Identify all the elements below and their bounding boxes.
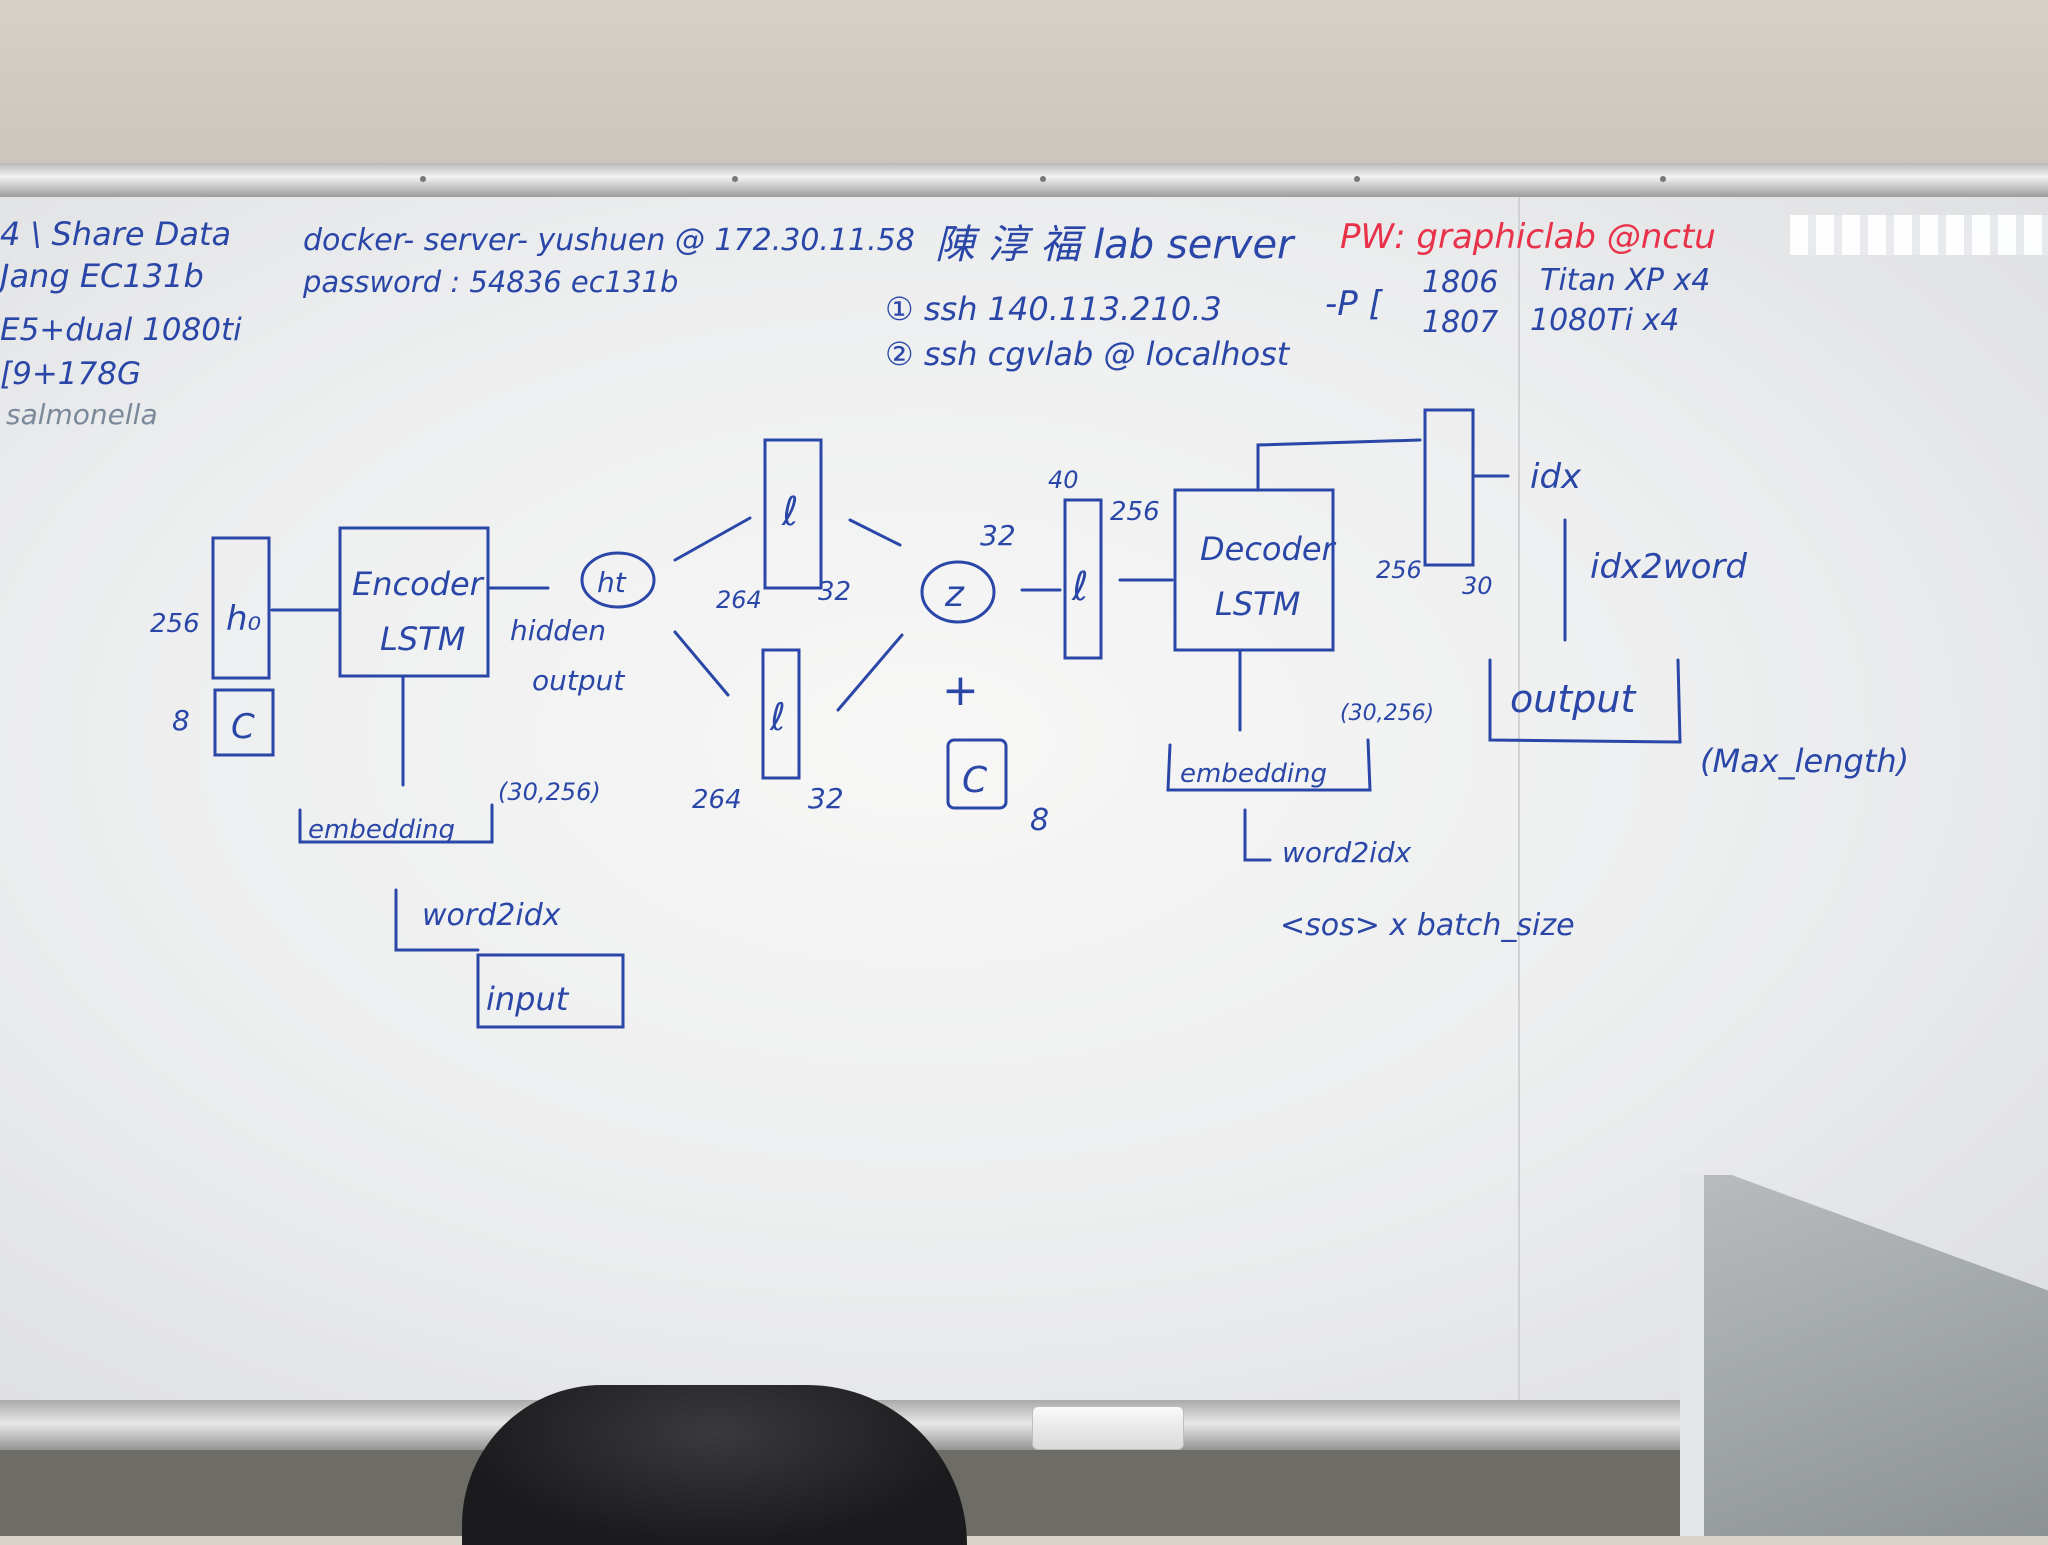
linear-bottom-to-z — [836, 633, 904, 712]
memory-spec-text: [9+178G — [0, 356, 141, 392]
embedding-left-label: embedding — [308, 815, 455, 845]
gpu-1080ti: 1080Ti x4 — [1530, 303, 1679, 338]
encoder-label-2: LSTM — [380, 620, 465, 658]
port-1807: 1807 — [1422, 305, 1498, 340]
dim-40: 40 — [1048, 466, 1079, 494]
dim-32-top: 32 — [818, 577, 851, 607]
c-left-label: C — [231, 707, 255, 747]
top-left-notes: 4 \ Share Data Jang EC131b E5+dual 1080t… — [0, 215, 242, 431]
frame-rivet — [732, 176, 738, 182]
idx-label: idx — [1530, 457, 1582, 497]
embedding-right-label: embedding — [1180, 759, 1327, 789]
h0-box — [211, 536, 271, 680]
ht-to-linear-top — [673, 516, 752, 562]
decoder-label-1: Decoder — [1200, 530, 1337, 568]
c-box-left — [213, 688, 275, 757]
output-box-label: output — [1510, 677, 1637, 721]
frame-rivet — [420, 176, 426, 182]
frame-rivet — [1040, 176, 1046, 182]
input-box — [476, 953, 625, 1029]
light-glare — [1790, 215, 2048, 255]
linear-right-symbol: ℓ — [1071, 564, 1089, 610]
z-label: z — [944, 574, 965, 615]
lab-server-notes: 陳 淳 福 lab server ① ssh 140.113.210.3 ② s… — [885, 222, 1296, 373]
port-1806: 1806 — [1422, 265, 1498, 300]
frame-rivet — [1354, 176, 1360, 182]
wall — [0, 0, 2048, 165]
output-box — [1488, 658, 1682, 744]
embedding-left-bracket — [298, 803, 494, 844]
word2idx-right-bracket — [1243, 808, 1272, 862]
dim-30-out: 30 — [1462, 572, 1493, 600]
lab-server-title: 陳 淳 福 lab server — [935, 222, 1296, 268]
port-bracket: -P [ — [1325, 284, 1384, 324]
ssh-line-2: ② ssh cgvlab @ localhost — [885, 335, 1291, 373]
word2idx-left-bracket — [394, 888, 480, 952]
h0-label: h₀ — [226, 599, 262, 639]
c-mid-label: C — [962, 760, 988, 801]
output-dimension: (30,256) — [1340, 701, 1434, 726]
c-mid-dimension: 8 — [1030, 803, 1049, 838]
decoder-label-2: LSTM — [1215, 585, 1300, 623]
docker-notes: docker- server- yushuen @ 172.30.11.58 p… — [302, 223, 915, 299]
pw-notes: PW: graphiclab @nctu -P [ 1806 1807 Tita… — [1325, 217, 1716, 340]
dim-264-top: 264 — [716, 586, 762, 614]
ht-to-linear-bottom — [673, 630, 730, 697]
embedding-left-dimension: (30,256) — [498, 778, 601, 806]
ht-label: ht — [597, 566, 627, 599]
c-box-mid — [946, 738, 1008, 810]
encoder-label-1: Encoder — [352, 565, 485, 603]
whiteboard-top-frame — [0, 163, 2048, 197]
whiteboard-eraser — [1032, 1406, 1184, 1450]
dim-32-bottom: 32 — [808, 782, 844, 815]
dim-256-out: 256 — [1376, 556, 1422, 584]
ssh-line-1: ① ssh 140.113.210.3 — [885, 290, 1222, 328]
hidden-label: hidden — [510, 614, 606, 647]
word2idx-right-label: word2idx — [1282, 836, 1412, 869]
sos-label: <sos> x batch_size — [1280, 908, 1575, 943]
c-left-dimension: 8 — [172, 704, 190, 737]
gpu-spec-text: E5+dual 1080ti — [0, 312, 242, 348]
room-text: Jang EC131b — [0, 257, 204, 295]
gpu-titan: Titan XP x4 — [1540, 263, 1710, 298]
dim-256-decoder: 256 — [1110, 497, 1160, 527]
decoder-box — [1173, 488, 1335, 652]
ht-circle — [580, 551, 656, 609]
word2idx-left-label: word2idx — [422, 898, 561, 933]
plus-sign: + — [942, 665, 979, 716]
diagram-labels: h₀ 256 C 8 Encoder LSTM hidden output ht… — [150, 457, 1909, 1018]
z-circle — [920, 560, 996, 624]
partition-edge — [1680, 1175, 1704, 1536]
linear-top-symbol: ℓ — [781, 489, 799, 535]
linear-bottom-box — [761, 648, 801, 780]
output-label-hidden: output — [532, 664, 625, 697]
linear-right-box — [1063, 498, 1103, 660]
diagram-strokes — [211, 408, 1682, 1029]
idx2word-label: idx2word — [1590, 547, 1747, 587]
input-label: input — [486, 980, 570, 1018]
max-length-label: (Max_length) — [1700, 742, 1909, 780]
encoder-box — [338, 526, 490, 678]
docker-server-text: docker- server- yushuen @ 172.30.11.58 — [303, 223, 915, 258]
dim-264-bottom: 264 — [692, 785, 742, 815]
linear-bottom-symbol: ℓ — [769, 695, 786, 739]
frame-rivet — [1660, 176, 1666, 182]
whiteboard-seam — [1518, 195, 1520, 1405]
salmonella-text: salmonella — [6, 398, 158, 431]
office-chair — [462, 1385, 967, 1545]
dim-32-right: 32 — [980, 519, 1016, 552]
share-data-text: 4 \ Share Data — [0, 215, 231, 253]
password-text: password : 54836 ec131b — [302, 265, 678, 299]
h0-dimension: 256 — [150, 609, 200, 639]
embedding-right-bracket — [1166, 738, 1372, 792]
linear-top-to-z — [848, 518, 902, 547]
output-linear-box — [1423, 408, 1475, 567]
pw-text: PW: graphiclab @nctu — [1340, 217, 1716, 257]
decoder-to-output-linear-line — [1256, 438, 1422, 490]
